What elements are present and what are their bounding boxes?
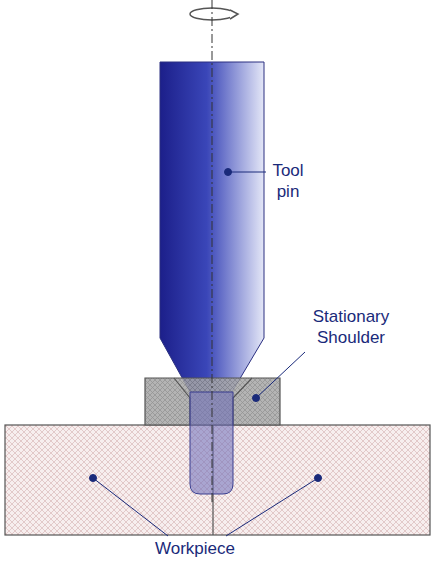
part-label: Tool pin [268,160,308,202]
part-label: Workpiece [140,538,250,559]
rotation-arrow [190,8,238,20]
part-label: Stationary Shoulder [296,306,406,348]
leader-lines [90,169,322,537]
center-line [212,0,213,505]
